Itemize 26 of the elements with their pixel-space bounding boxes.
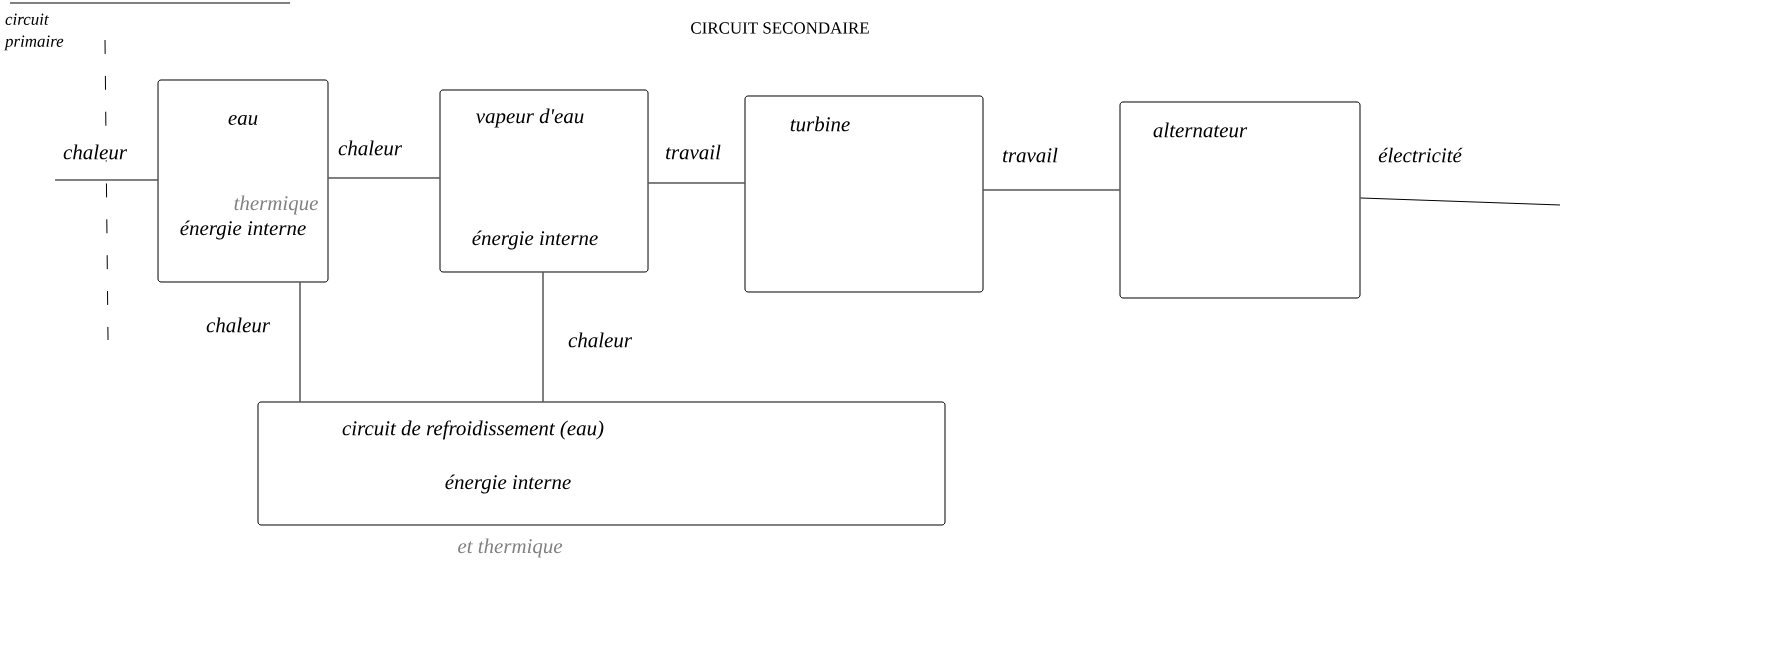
- edge-label: chaleur: [337, 139, 403, 157]
- connector-line: [328, 177, 440, 179]
- box-text: eau: [228, 114, 258, 126]
- edge-label: travail: [664, 143, 722, 161]
- box-text: énergie interne: [180, 220, 306, 240]
- box-text: turbine: [790, 116, 850, 132]
- edge-label: chaleur: [62, 143, 128, 161]
- box-text: thermique: [234, 195, 318, 215]
- connector-line: [983, 189, 1120, 191]
- title: CIRCUIT SECONDAIRE: [691, 22, 869, 34]
- edge-label: chaleur: [567, 331, 633, 349]
- box-text: circuit de refroidissement (eau): [342, 420, 604, 440]
- box-text: alternateur: [1153, 122, 1248, 138]
- connector-line: [648, 182, 745, 184]
- note-text: et thermique: [458, 538, 563, 558]
- connector-line: [54, 179, 158, 181]
- edge-label: chaleur: [205, 316, 271, 334]
- connector-line: [299, 282, 301, 402]
- edge-label: électricité: [1377, 146, 1463, 164]
- box-text: vapeur d'eau: [476, 108, 584, 128]
- connector-line: [1360, 197, 1561, 206]
- side-label: circuit primaire: [4, 13, 64, 51]
- box-text: énergie interne: [472, 230, 598, 250]
- connector-line: [542, 272, 544, 402]
- box-text: énergie interne: [445, 474, 571, 494]
- edge-label: travail: [1001, 146, 1059, 164]
